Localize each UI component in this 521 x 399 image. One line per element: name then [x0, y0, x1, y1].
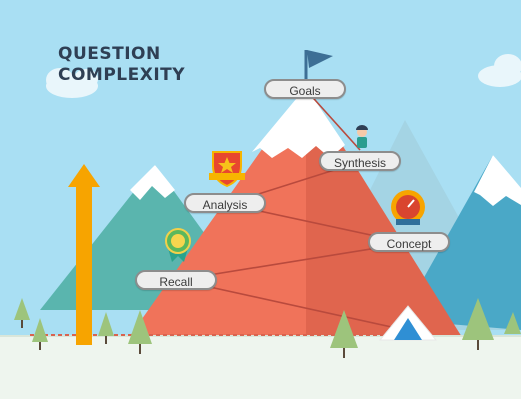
teal-mountain-left-snow [130, 165, 175, 200]
level-goals-label: Goals [264, 79, 346, 99]
tree-icon [98, 312, 114, 344]
cloud-left [46, 68, 98, 98]
title-line-1: QUESTION [58, 44, 161, 64]
flag-icon [307, 50, 333, 68]
level-concept-label: Concept [368, 232, 450, 252]
level-synthesis-label: Synthesis [319, 151, 401, 171]
tree-icon [462, 298, 494, 350]
climber-icon [356, 125, 368, 148]
level-analysis-label: Analysis [184, 193, 266, 213]
level-recall-label: Recall [135, 270, 217, 290]
ground [0, 336, 521, 399]
tree-icon [504, 312, 521, 334]
main-mountain-snowcap [252, 87, 345, 158]
tree-icon [330, 310, 358, 358]
complexity-arrow-icon [68, 164, 100, 345]
cloud-right [478, 54, 521, 87]
tent-icon [378, 305, 438, 341]
tree-icon [14, 298, 30, 328]
tree-icon [128, 310, 152, 354]
page-title: QUESTION COMPLEXITY [58, 44, 185, 86]
shield-star-badge-icon [209, 151, 245, 188]
tree-icon [32, 318, 48, 350]
blue-mountain-right-snow [474, 155, 521, 206]
ribbon-medal-icon [165, 228, 191, 262]
title-line-2: COMPLEXITY [58, 65, 186, 85]
speedometer-badge-icon [391, 190, 425, 225]
